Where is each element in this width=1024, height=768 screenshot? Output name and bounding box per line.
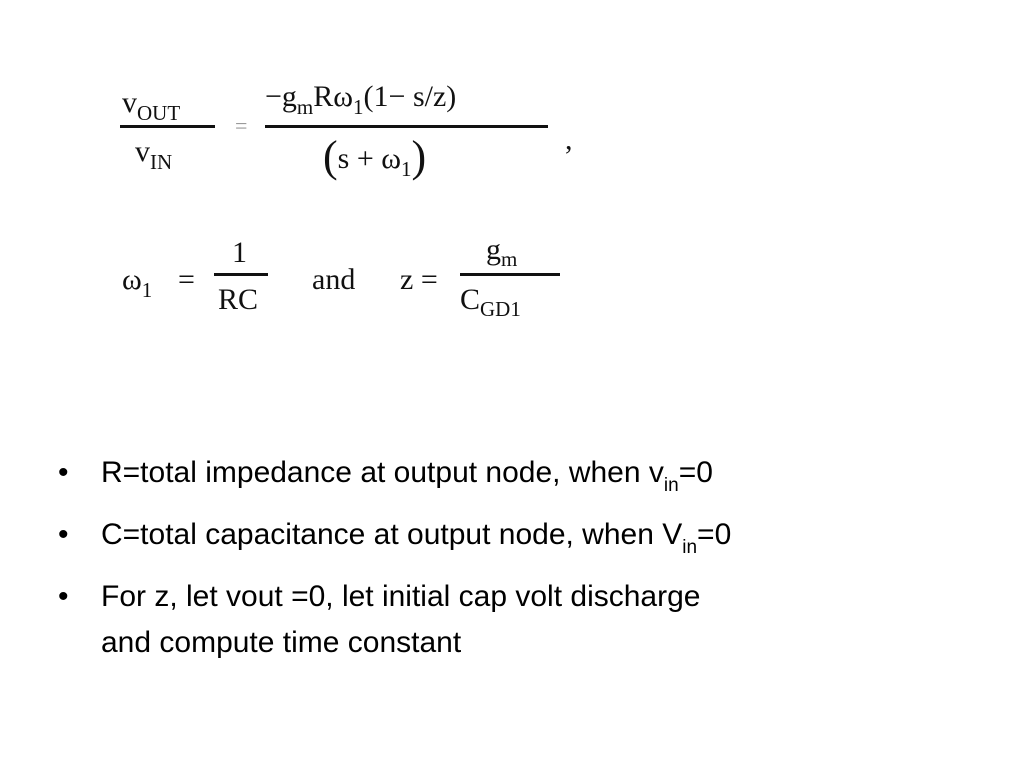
bullet-item: • For z, let vout =0, let initial cap vo…	[58, 574, 998, 666]
and-word: and	[312, 263, 356, 296]
rhs-fraction-bar	[265, 125, 548, 128]
bullet-item: • C=total capacitance at output node, wh…	[58, 512, 998, 562]
lhs-numerator: vOUT	[122, 86, 181, 125]
lhs-denominator: vIN	[135, 135, 173, 174]
bullet-subscript: in	[663, 475, 679, 496]
bullet-text-line-1: For z, let vout =0, let initial cap volt…	[101, 580, 701, 613]
bullet-text: C=total capacitance at output node, when…	[101, 518, 683, 551]
bullet-marker: •	[58, 580, 69, 613]
z-numerator: gm	[486, 233, 518, 271]
lhs-fraction-bar	[120, 125, 215, 128]
bullet-tail: =0	[697, 518, 732, 551]
rhs-numerator: −gmRω1(1− s/z)	[265, 80, 457, 119]
bullet-marker: •	[58, 456, 69, 489]
z-denominator: CGD1	[460, 283, 521, 321]
bullet-item: • R=total impedance at output node, when…	[58, 450, 998, 500]
bullet-text-line-2: and compute time constant	[101, 626, 462, 659]
omega-fraction-bar	[214, 273, 268, 276]
bullet-list: • R=total impedance at output node, when…	[58, 450, 998, 678]
equation-comma: ,	[565, 123, 573, 156]
omega-denominator: RC	[218, 283, 259, 316]
bullet-subscript: in	[682, 537, 698, 558]
bullet-text: R=total impedance at output node, when v	[101, 456, 664, 489]
equation-image: vOUT vIN = −gmRω1(1− s/z) (s + ω1) , ω1 …	[110, 70, 590, 340]
bullet-marker: •	[58, 518, 69, 551]
omega-equals-sign: =	[178, 263, 195, 296]
omega-numerator: 1	[232, 236, 247, 269]
rhs-denominator: (s + ω1)	[323, 132, 427, 181]
bullet-tail: =0	[678, 456, 713, 489]
z-fraction-bar	[460, 273, 560, 276]
omega-label: ω1	[122, 263, 153, 302]
z-label: z =	[400, 263, 438, 296]
main-equals-sign: =	[235, 113, 248, 138]
